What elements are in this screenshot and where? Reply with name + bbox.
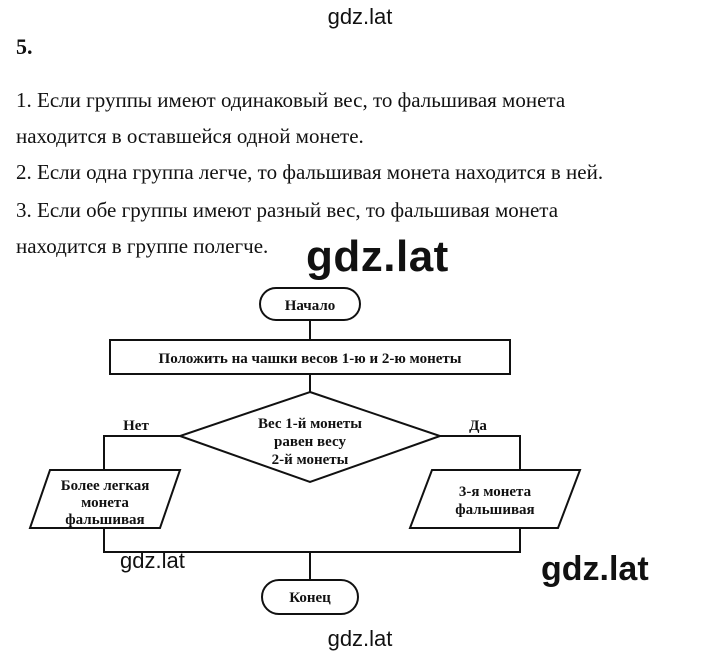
task-number: 5. bbox=[16, 34, 33, 59]
process-box bbox=[109, 339, 511, 375]
decision-line-1: Вес 1-й монеты bbox=[258, 416, 362, 432]
end-label: Конец bbox=[289, 590, 331, 606]
right-output-line-1: 3-я монета bbox=[459, 484, 532, 500]
left-output-line-2: монета bbox=[81, 495, 129, 511]
flowchart: Начало Положить на чашки весов 1-ю и 2-ю… bbox=[28, 287, 582, 615]
answer-line-3: 2. Если одна группа легче, то фальшивая … bbox=[16, 160, 604, 184]
no-label: Нет bbox=[123, 418, 149, 434]
start-label: Начало bbox=[285, 298, 336, 314]
start-terminal bbox=[259, 287, 361, 321]
answer-line-4: 3. Если обе группы имеют разный вес, то … bbox=[16, 198, 559, 222]
answer-line-5: находится в группе полегче. bbox=[16, 234, 269, 258]
end-terminal bbox=[261, 579, 359, 615]
flowchart-connectors bbox=[103, 320, 521, 580]
watermark-right: gdz.lat bbox=[541, 550, 649, 588]
left-output-line-3: фальшивая bbox=[65, 512, 144, 528]
left-output-line-1: Более легкая bbox=[61, 478, 150, 494]
watermark-left: gdz.lat bbox=[120, 548, 185, 573]
decision-line-2: равен весу bbox=[274, 434, 346, 450]
watermark-large: gdz.lat bbox=[306, 232, 449, 281]
watermark-bottom: gdz.lat bbox=[327, 626, 393, 651]
right-output-line-2: фальшивая bbox=[455, 502, 534, 518]
process-label: Положить на чашки весов 1-ю и 2-ю монеты bbox=[159, 351, 462, 367]
answer-line-1: 1. Если группы имеют одинаковый вес, то … bbox=[16, 88, 566, 112]
decision-diamond bbox=[176, 390, 444, 484]
left-output-parallelogram bbox=[28, 469, 182, 529]
decision-line-3: 2-й монеты bbox=[272, 452, 349, 468]
yes-label: Да bbox=[469, 418, 487, 434]
right-output-parallelogram bbox=[408, 469, 582, 529]
answer-line-2: находится в оставшейся одной монете. bbox=[16, 124, 364, 148]
watermark-top: gdz.lat bbox=[327, 4, 393, 29]
